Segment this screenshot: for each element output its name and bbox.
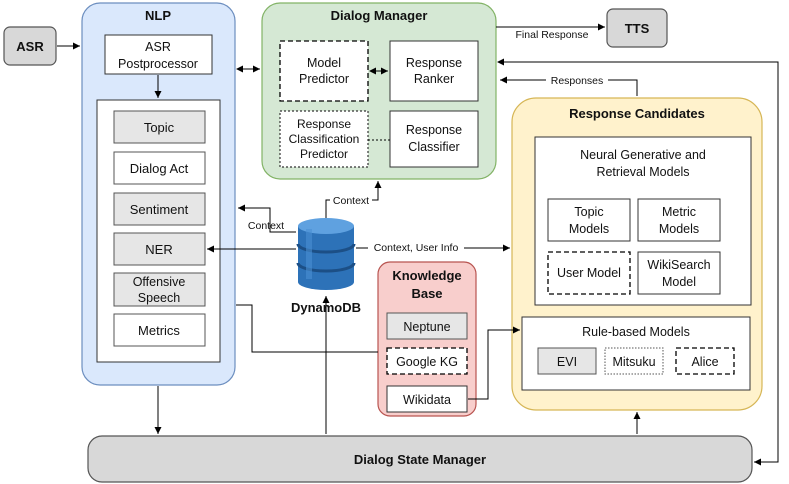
offensive-speech-line2: Speech: [138, 291, 180, 305]
response-classifier-line2: Classifier: [408, 140, 459, 154]
dialog-act-module: [113, 151, 206, 185]
alice-label: Alice: [691, 355, 718, 369]
classification-predictor-line1: Response: [297, 117, 351, 131]
response-ranker-line2: Ranker: [414, 72, 454, 86]
neptune-box: [386, 312, 468, 340]
tts-label: TTS: [625, 21, 650, 36]
dialog-manager-title: Dialog Manager: [331, 8, 428, 23]
rule-based-title: Rule-based Models: [582, 325, 690, 339]
classification-predictor-line3: Predictor: [300, 147, 348, 161]
final-response-label: Final Response: [516, 29, 589, 41]
offensive-speech-line1: Offensive: [133, 275, 186, 289]
sentiment-module: [113, 192, 206, 226]
asr-label: ASR: [16, 39, 44, 54]
responses-label-bg: [546, 74, 608, 87]
response-classifier-line1: Response: [406, 123, 462, 137]
tts-node: [606, 8, 668, 48]
asr-node: [3, 26, 57, 66]
topic-models-line1: Topic: [574, 205, 603, 219]
wikidata-box: [386, 385, 468, 413]
neural-models-title-line1: Neural Generative and: [580, 148, 706, 162]
user-model-label: User Model: [557, 266, 621, 280]
topic-models-line2: Models: [569, 222, 609, 236]
context-left-label: Context: [248, 220, 284, 232]
response-candidates-title: Response Candidates: [569, 106, 705, 121]
dialog-state-manager-label: Dialog State Manager: [354, 452, 486, 467]
asr-postprocessor-box: [104, 34, 213, 75]
responses-label: Responses: [551, 75, 604, 87]
ner-label: NER: [145, 242, 172, 257]
wikisearch-model-line2: Model: [662, 275, 696, 289]
model-predictor-box: [279, 40, 369, 102]
response-ranker-box: [389, 40, 479, 102]
metrics-label: Metrics: [138, 323, 180, 338]
knowledge-base-title: Knowledge: [392, 268, 461, 283]
metric-models-line1: Metric: [662, 205, 696, 219]
google-kg-label: Google KG: [396, 355, 458, 369]
context-top-label: Context: [333, 195, 369, 207]
dynamodb-to-nlp-context-arrow: [238, 204, 296, 233]
neural-models-title-line2: Retrieval Models: [596, 165, 689, 179]
context-user-info-label-bg: [368, 241, 464, 254]
dialog-act-label: Dialog Act: [130, 161, 189, 176]
wikidata-label: Wikidata: [403, 393, 451, 407]
context-user-info-label: Context, User Info: [374, 242, 459, 254]
mitsuku-label: Mitsuku: [612, 355, 655, 369]
final-response-label-bg: [511, 28, 593, 41]
response-classifier-box: [389, 110, 479, 168]
response-ranker-line1: Response: [406, 56, 462, 70]
model-predictor-line1: Model: [307, 56, 341, 70]
offensive-speech-module: [113, 272, 206, 307]
model-predictor-line2: Predictor: [299, 72, 349, 86]
knowledge-base-title-line2: Base: [411, 286, 442, 301]
classification-predictor-line2: Classification: [289, 132, 360, 146]
metric-models-line2: Models: [659, 222, 699, 236]
asr-postprocessor-line1: ASR: [145, 40, 171, 54]
topic-label: Topic: [144, 120, 175, 135]
wikisearch-model-line1: WikiSearch: [647, 258, 710, 272]
sentiment-label: Sentiment: [130, 202, 189, 217]
asr-postprocessor-line2: Postprocessor: [118, 57, 198, 71]
google-kg-box: [386, 347, 468, 375]
classification-predictor-box: [279, 110, 369, 168]
ner-module: [113, 232, 206, 266]
metrics-module: [113, 313, 206, 347]
context-top-label-bg: [330, 194, 372, 206]
nlp-title: NLP: [145, 8, 171, 23]
neptune-label: Neptune: [403, 320, 450, 334]
dynamodb-icon: [296, 218, 356, 290]
topic-module: [113, 110, 206, 144]
evi-label: EVI: [557, 355, 577, 369]
dm-to-dsm-loop-arrow: [497, 58, 779, 466]
kb-to-nlp-line: [236, 304, 378, 353]
